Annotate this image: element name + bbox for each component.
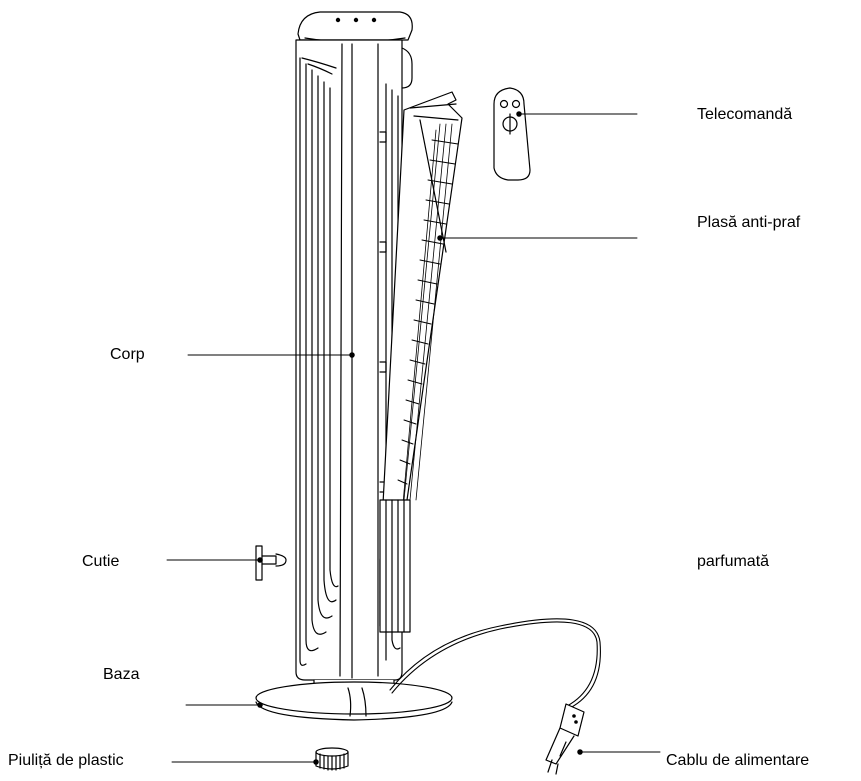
label-power-cable: Cablu de alimentare	[666, 752, 809, 770]
leader-box-dot	[258, 558, 263, 563]
label-box: Cutie	[82, 553, 119, 571]
leader-dust-filter-dot	[438, 236, 443, 241]
leader-cable-dot	[578, 750, 583, 755]
leader-base-dot	[258, 703, 263, 708]
leader-nut-dot	[314, 760, 319, 765]
leader-remote-dot	[517, 112, 522, 117]
label-dust-filter: Plasă anti-praf	[697, 214, 800, 232]
label-base: Baza	[103, 666, 139, 684]
leader-body-dot	[350, 353, 355, 358]
label-body: Corp	[110, 346, 145, 364]
plastic-nut	[316, 748, 348, 770]
remote-control	[494, 88, 530, 180]
label-plastic-nut: Piuliță de plastic	[8, 752, 124, 770]
label-scented: parfumată	[697, 553, 769, 571]
label-remote: Telecomandă	[697, 106, 792, 124]
fan-base	[256, 680, 452, 720]
scent-box	[256, 546, 286, 580]
